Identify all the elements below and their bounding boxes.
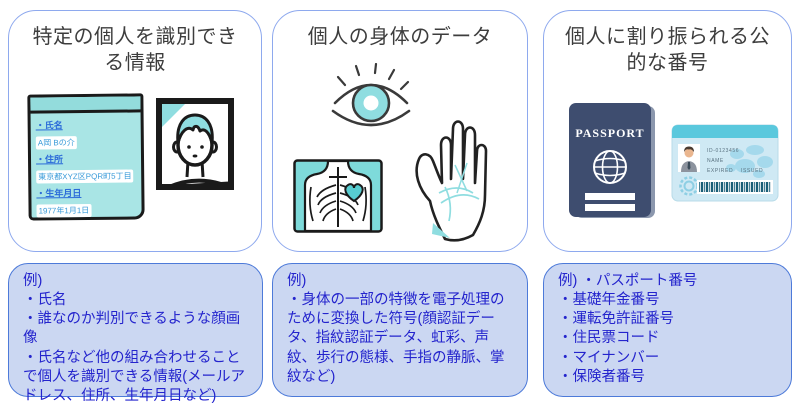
example-box-public-numbers: 例) ・パスポート番号 ・基礎年金番号 ・運転免許証番号 ・住民票コード ・マイ… — [543, 263, 792, 397]
example-line: 例) — [287, 273, 307, 289]
face-photo-icon — [156, 98, 234, 190]
id-issued-text: ISSUED — [741, 168, 763, 174]
panel-title: 個人の身体のデータ — [273, 24, 527, 50]
example-line: ・身体の一部の特徴を電子処理のために変換した符号(顔認証データ、指紋認証データ、… — [287, 292, 505, 385]
document-field-label: ・住所 — [35, 154, 64, 165]
document-topbar — [30, 96, 141, 114]
document-field-value: 東京都XYZ区PQR町5丁目 — [36, 169, 134, 184]
example-line: ・運転免許証番号 — [558, 311, 674, 328]
example-line: 例) ・パスポート番号 — [558, 273, 698, 289]
world-map-graphic — [726, 145, 773, 178]
example-line: ・氏名など他の組み合わせることで個人を識別できる情報(メールアドレス、住所、生年… — [23, 349, 246, 404]
example-line: ・マイナンバー — [558, 349, 660, 366]
example-box-body-data: 例) ・身体の一部の特徴を電子処理のために変換した符号(顔認証データ、指紋認証デ… — [272, 263, 528, 397]
passport-icon: PASSPORT — [569, 103, 655, 218]
panel-title-line: 特定の個人を識別でき — [32, 26, 238, 48]
document-field-label: ・氏名 — [35, 120, 63, 131]
panel-title: 個人に割り振られる公 的な番号 — [544, 24, 791, 76]
example-line: ・住民票コード — [558, 330, 660, 347]
id-document-illustration: ・氏名 A岡 Bの介 ・住所 東京都XYZ区PQR町5丁目 ・生年月日 1977… — [27, 93, 145, 221]
panel-public-numbers: 個人に割り振られる公 的な番号 PASSPORT — [543, 10, 792, 252]
example-box-identifiable-info: 例) ・氏名 ・誰なのか判別できるような顔画像 ・氏名など他の組み合わせることで… — [8, 263, 263, 404]
example-line: ・保険者番号 — [558, 368, 645, 385]
palm-print-hand-icon — [415, 120, 488, 242]
document-fields: ・氏名 A岡 Bの介 ・住所 東京都XYZ区PQR町5丁目 ・生年月日 1977… — [31, 112, 142, 221]
id-expired-text: EXPIRED — [707, 168, 733, 174]
passport-label: PASSPORT — [575, 126, 644, 140]
panel-title: 特定の個人を識別でき る情報 — [9, 24, 261, 76]
document-field-value: 1977年1月1日 — [36, 203, 92, 218]
document-field-value: A岡 Bの介 — [35, 136, 77, 150]
example-line: 例) — [23, 273, 43, 289]
xray-chest-icon — [293, 159, 383, 233]
example-line: ・基礎年金番号 — [558, 292, 660, 309]
panel-title-line: 個人の身体のデータ — [307, 26, 493, 48]
example-line: ・氏名 — [23, 292, 67, 309]
id-card-icon: ID-0123456 NAME EXPIRED ISSUED — [671, 124, 779, 202]
iris-eye-icon — [331, 63, 411, 127]
example-line: ・誰なのか判別できるような顔画像 — [23, 311, 241, 347]
id-name-text: NAME — [707, 158, 724, 164]
barcode — [699, 182, 771, 192]
document-field-label: ・生年月日 — [36, 188, 82, 199]
panel-body-data: 個人の身体のデータ — [272, 10, 528, 252]
id-number-text: ID-0123456 — [707, 148, 739, 154]
panel-title-line: 個人に割り振られる公 — [565, 26, 770, 48]
panel-title-line: る情報 — [104, 52, 166, 74]
panel-title-line: 的な番号 — [626, 52, 709, 74]
panel-identifiable-info: 特定の個人を識別でき る情報 ・氏名 A岡 Bの介 ・住所 東京都XYZ区PQR… — [8, 10, 262, 252]
